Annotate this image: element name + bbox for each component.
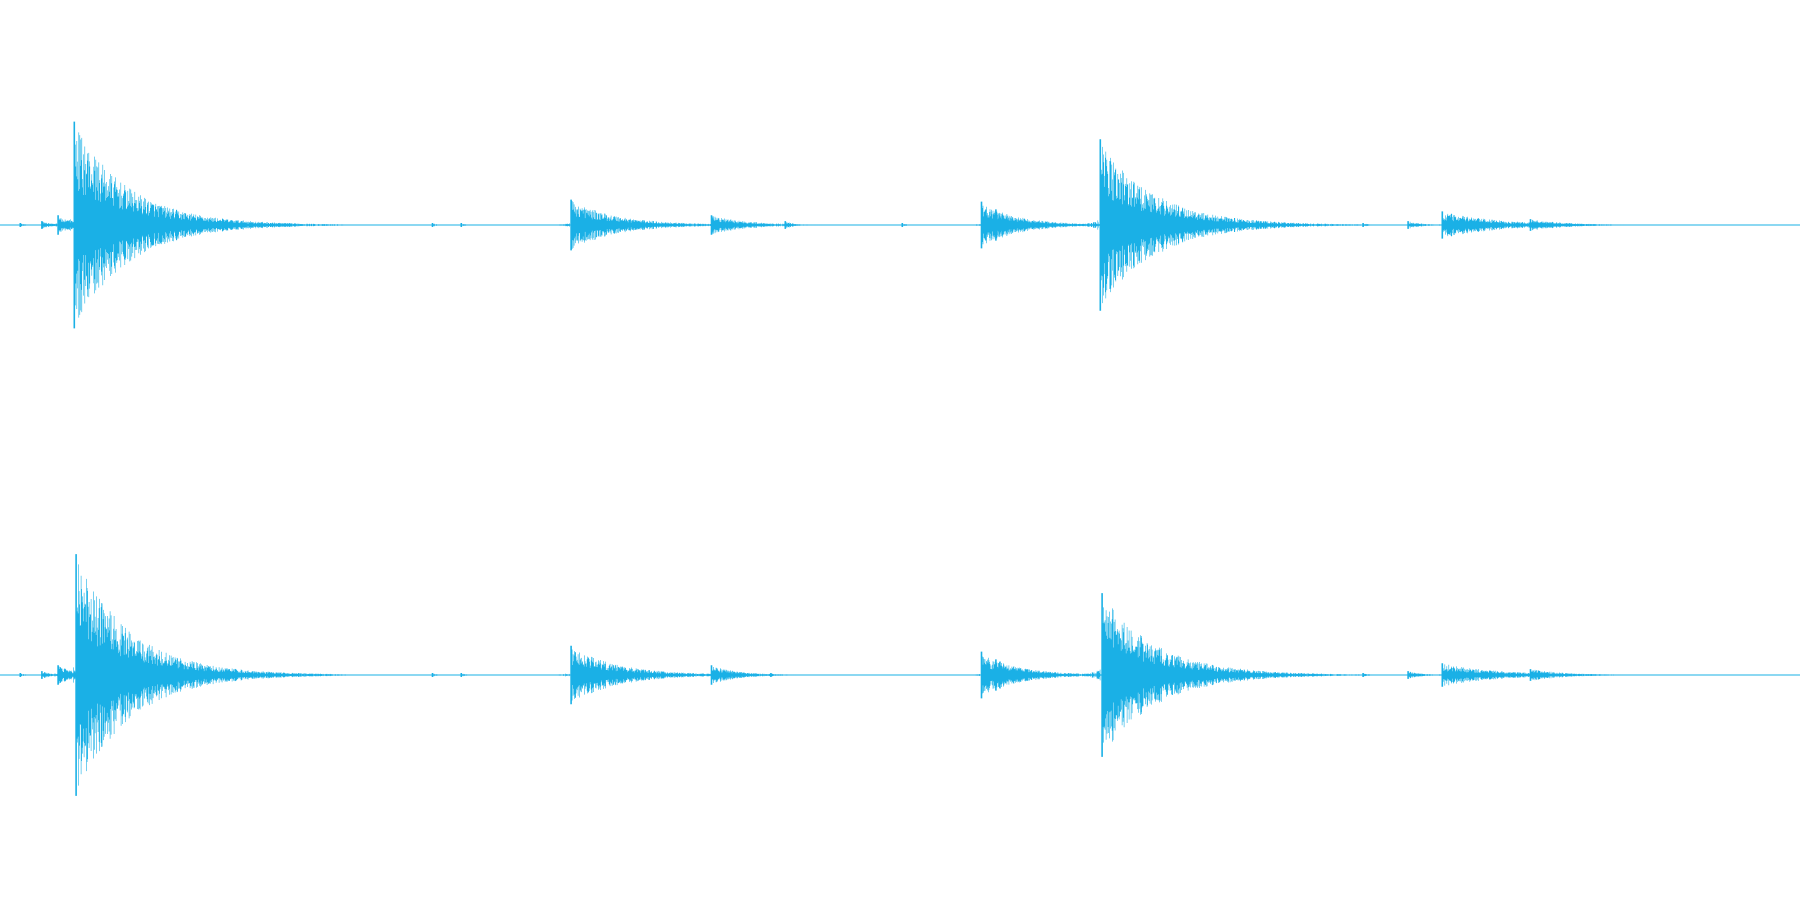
- waveform-burst-path: [19, 673, 28, 677]
- waveform-burst-path: [770, 673, 779, 677]
- waveform-burst: [431, 223, 439, 227]
- waveform-burst-path: [1205, 673, 1214, 677]
- waveform-burst-path: [228, 669, 247, 681]
- waveform-burst: [784, 221, 804, 229]
- waveform-burst: [1529, 219, 1624, 231]
- waveform-burst-path: [19, 223, 28, 227]
- waveform-burst: [460, 223, 470, 227]
- channel-2-track: [0, 554, 1800, 796]
- waveform-burst: [19, 223, 28, 227]
- waveform-burst-path: [460, 673, 468, 677]
- channel-1-track: [0, 121, 1800, 329]
- waveform-burst-path: [901, 223, 910, 227]
- waveform-burst-path: [1407, 671, 1440, 679]
- waveform-burst: [1250, 223, 1259, 227]
- waveform-burst: [1407, 671, 1440, 679]
- waveform-burst: [1205, 673, 1214, 677]
- waveform-burst: [431, 673, 440, 677]
- waveform-burst-path: [431, 673, 440, 677]
- waveform-burst: [770, 673, 779, 677]
- waveform-burst-path: [221, 221, 237, 229]
- waveform-burst: [460, 673, 468, 677]
- waveform-burst: [19, 673, 28, 677]
- waveform-burst: [1079, 593, 1372, 757]
- waveform-burst: [1362, 223, 1372, 227]
- waveform-burst-path: [784, 221, 804, 229]
- waveform-burst-path: [460, 223, 470, 227]
- waveform-burst-path: [431, 223, 439, 227]
- waveform-burst: [1362, 673, 1372, 677]
- waveform-burst-path: [1529, 669, 1624, 681]
- waveform-burst-path: [1362, 673, 1372, 677]
- waveform-burst: [1529, 669, 1624, 681]
- waveform-burst-path: [1529, 219, 1624, 231]
- waveform-burst: [221, 221, 237, 229]
- waveform-burst-path: [1079, 593, 1372, 757]
- waveform-burst-path: [1250, 223, 1259, 227]
- waveform-burst-path: [1362, 223, 1372, 227]
- waveform-burst: [901, 223, 910, 227]
- waveform-burst: [228, 669, 247, 681]
